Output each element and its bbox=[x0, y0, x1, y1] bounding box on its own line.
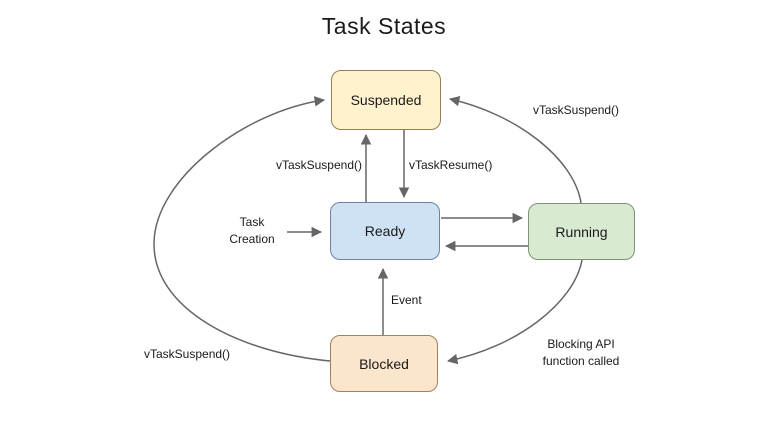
state-label-running: Running bbox=[555, 223, 608, 240]
label-vtaskresume: vTaskResume() bbox=[409, 158, 493, 172]
label-event: Event bbox=[391, 293, 422, 307]
label-vtasksuspend-blocked-to-suspended: vTaskSuspend() bbox=[144, 347, 231, 361]
state-label-suspended: Suspended bbox=[350, 92, 422, 108]
state-box-ready: Ready bbox=[330, 202, 440, 260]
diagram-title: Task States bbox=[321, 13, 447, 39]
label-blocking-api-function-called: Blocking API function called bbox=[542, 337, 620, 368]
state-box-suspended: Suspended bbox=[331, 70, 441, 130]
state-box-blocked: Blocked bbox=[330, 335, 438, 392]
arrow-running-to-blocked bbox=[446, 259, 583, 365]
arrow-blocked-to-suspended bbox=[153, 96, 331, 362]
state-label-blocked: Blocked bbox=[359, 355, 409, 372]
label-task-creation: Task Creation bbox=[229, 215, 275, 246]
arrow-running-to-suspended bbox=[448, 95, 582, 204]
label-vtasksuspend-ready-to-suspended: vTaskSuspend() bbox=[275, 158, 362, 172]
state-label-ready: Ready bbox=[364, 223, 406, 239]
label-vtasksuspend-running-to-suspended: vTaskSuspend() bbox=[533, 103, 620, 117]
state-box-running: Running bbox=[528, 203, 635, 260]
